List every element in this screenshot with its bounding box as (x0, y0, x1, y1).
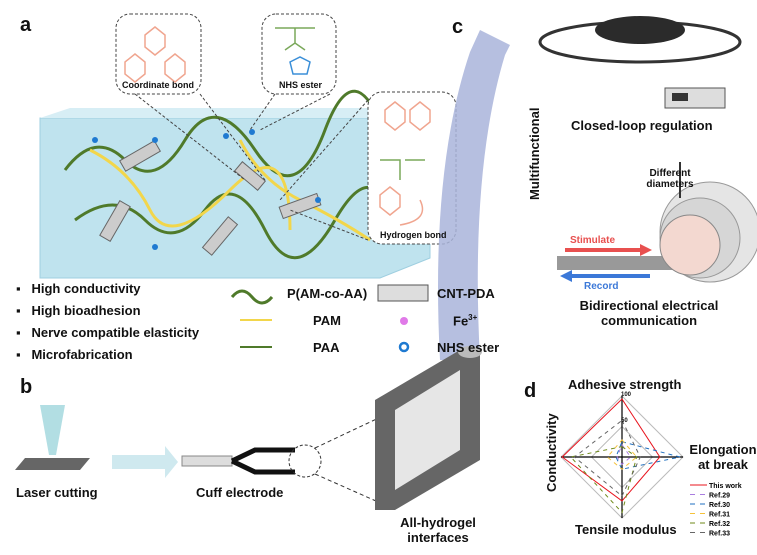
tick-100: 100 (621, 392, 632, 398)
step-cuff-electrode: Cuff electrode (196, 485, 284, 500)
legend-entry: Ref.31 (709, 512, 730, 519)
callout-nhs-ester: NHS ester (279, 80, 323, 90)
axis-elongation: Elongation at break (689, 442, 757, 472)
tick-50: 50 (621, 418, 628, 424)
cnt-pda-glyph (377, 284, 429, 302)
cnt-pda-tubes (99, 140, 322, 256)
panel-label-b: b (20, 376, 33, 398)
cuff-electrode (181, 455, 233, 467)
legend-entry: Ref.29 (709, 493, 730, 500)
bidirectional-label: Bidirectional electrical communication (579, 298, 719, 328)
multifunctional-arrow (438, 30, 510, 360)
callout-hydrogen-bond: Hydrogen bond (380, 230, 447, 240)
diameters-label: Different diameters (646, 168, 694, 190)
panel-label-a: a (20, 14, 32, 36)
feature-item: ▪ Nerve compatible elasticity (16, 325, 200, 340)
legend-fe: Fe3+ (453, 313, 478, 329)
axis-conductivity: Conductivity (544, 413, 559, 492)
legend-cnt-pda: CNT-PDA (437, 286, 495, 301)
catechol-structures (124, 26, 431, 226)
step-all-hydrogel-interfaces: All-hydrogel interfaces (400, 515, 476, 545)
radar-series-ref-31 (606, 439, 638, 470)
callout-boxes (115, 13, 457, 245)
record-label: Record (584, 281, 619, 292)
electrode-strip (557, 256, 697, 270)
legend-pam: PAM (313, 313, 341, 328)
axis-adhesive-strength: Adhesive strength (568, 377, 682, 392)
radar-series-ref-32 (569, 446, 638, 514)
fe-glyph (400, 317, 408, 325)
feature-list: ▪ High conductivity ▪ High bioadhesion ▪… (16, 278, 199, 366)
feature-item: ▪ High conductivity (16, 281, 141, 296)
legend-entry: Ref.32 (709, 521, 730, 528)
mouse (595, 16, 685, 44)
radar-series-ref-29 (616, 443, 632, 466)
p-am-co-aa-glyph (230, 289, 274, 305)
nhs-glyph (398, 341, 410, 353)
nerve (659, 214, 721, 276)
feature-item: ▪ High bioadhesion (16, 303, 141, 318)
legend-entry: Ref.30 (709, 502, 730, 509)
callout-coordinate-bond: Coordinate bond (122, 80, 194, 90)
legend-entry: This work (709, 483, 742, 490)
legend-paa: PAA (313, 340, 340, 355)
legend-p-am-co-aa: P(AM-co-AA) (287, 286, 368, 301)
legend-nhs-ester: NHS ester (437, 340, 500, 355)
multifunctional-label: Multifunctional (527, 107, 542, 200)
legend-entry: Ref.33 (709, 531, 730, 538)
stimulate-label: Stimulate (570, 235, 616, 246)
radar-series-ref-33 (573, 419, 641, 497)
panel-label-d: d (524, 380, 537, 402)
closed-loop-label: Closed-loop regulation (571, 118, 713, 133)
radar-series-this-work (561, 398, 661, 502)
radar-chart (560, 395, 684, 519)
step-laser-cutting: Laser cutting (16, 485, 98, 500)
radar-series-ref-30 (615, 441, 681, 470)
laser-beam (40, 405, 65, 455)
feature-item: ▪ Microfabrication (16, 347, 133, 362)
laser-stage (15, 458, 90, 470)
process-arrow (112, 446, 178, 478)
panel-label-c: c (452, 16, 464, 38)
axis-tensile-modulus: Tensile modulus (575, 522, 677, 537)
